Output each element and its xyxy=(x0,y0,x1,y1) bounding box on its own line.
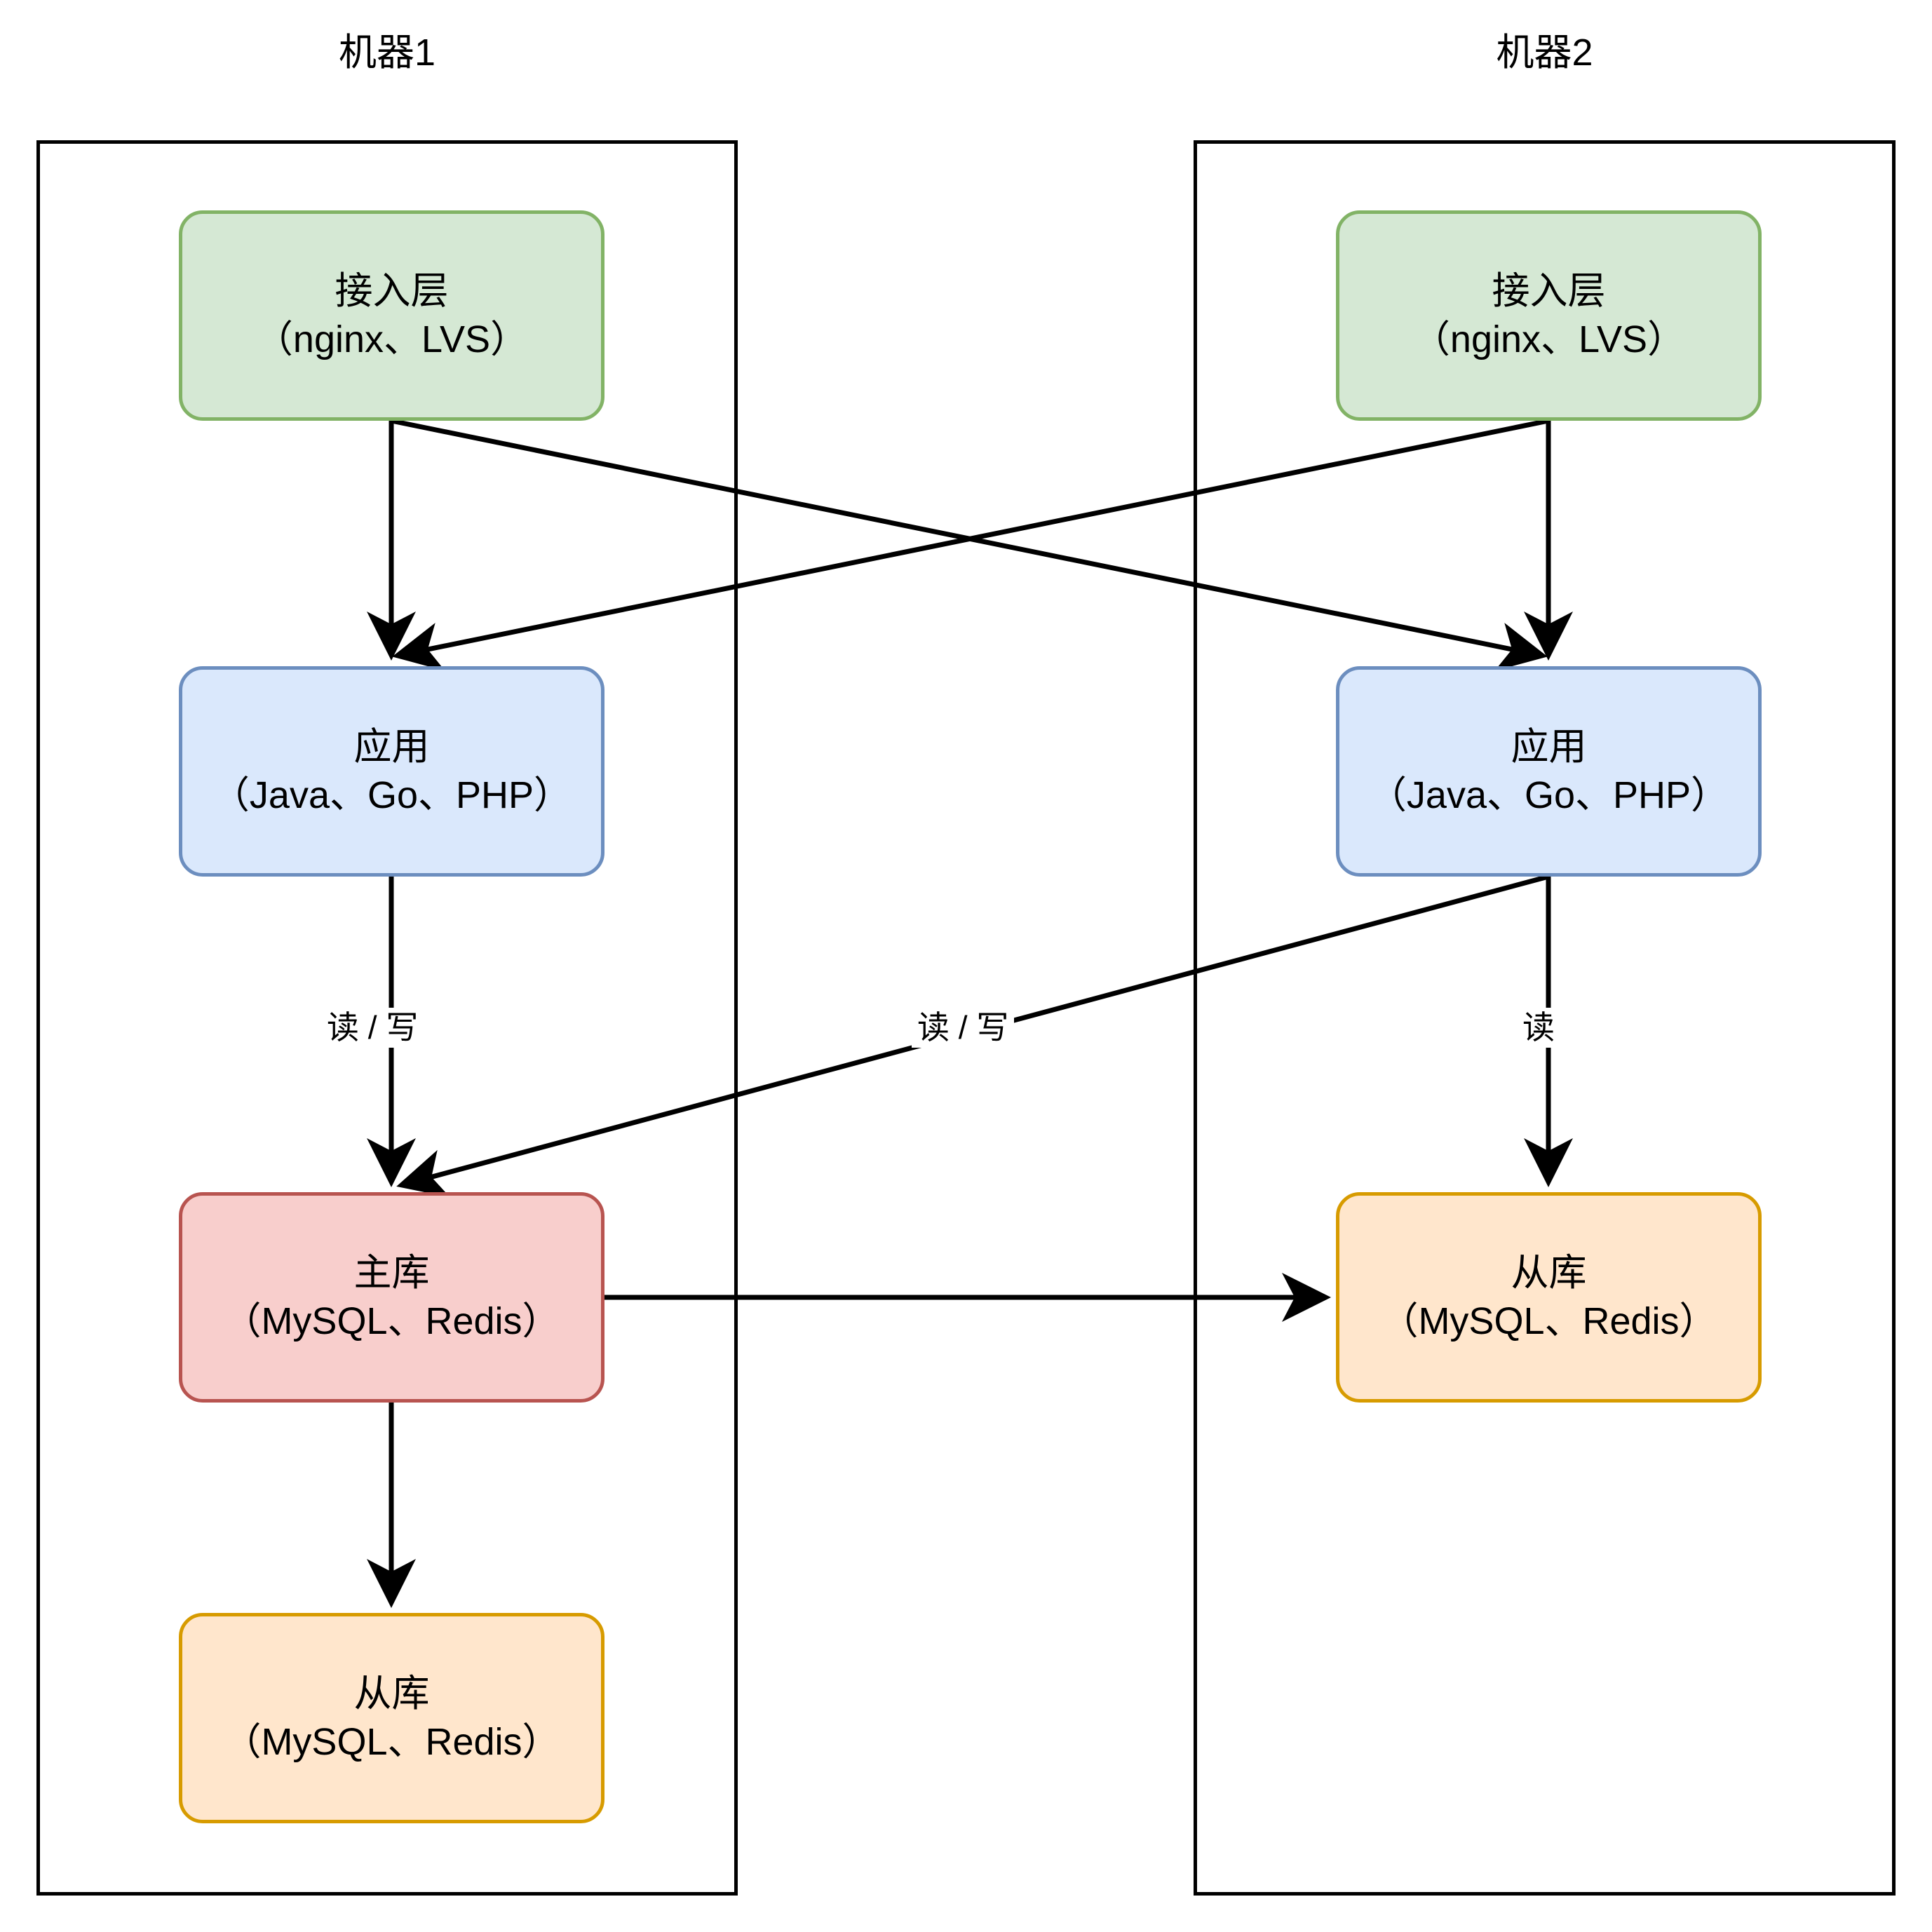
node-m2-application[interactable]: 应用 （Java、Go、PHP） xyxy=(1336,666,1762,877)
machine-1-title: 机器1 xyxy=(338,32,436,74)
node-m2-slave-db-line2: （MySQL、Redis） xyxy=(1380,1300,1717,1342)
node-m1-master-db[interactable]: 主库 （MySQL、Redis） xyxy=(179,1192,604,1403)
node-m1-application[interactable]: 应用 （Java、Go、PHP） xyxy=(179,666,604,877)
node-m1-slave-db[interactable]: 从库 （MySQL、Redis） xyxy=(179,1613,604,1823)
node-m1-master-db-line2: （MySQL、Redis） xyxy=(223,1300,560,1342)
node-m2-access-layer-line1: 接入层 xyxy=(1492,269,1606,312)
edge-label-m2-app-to-m2-slave: 读 xyxy=(1517,1008,1560,1048)
node-m1-application-line1: 应用 xyxy=(353,725,430,768)
node-m1-access-layer[interactable]: 接入层 （nginx、LVS） xyxy=(179,210,604,421)
edge-label-m2-app-to-m1-master: 读 / 写 xyxy=(912,1008,1015,1048)
node-m1-master-db-line1: 主库 xyxy=(353,1251,430,1294)
node-m2-access-layer-line2: （nginx、LVS） xyxy=(1412,318,1686,360)
node-m2-slave-db-line1: 从库 xyxy=(1511,1251,1587,1294)
machine-2-title: 机器2 xyxy=(1496,32,1593,74)
node-m1-slave-db-line1: 从库 xyxy=(353,1672,430,1715)
node-m1-application-line2: （Java、Go、PHP） xyxy=(211,774,572,816)
node-m1-slave-db-line2: （MySQL、Redis） xyxy=(223,1721,560,1763)
node-m2-slave-db[interactable]: 从库 （MySQL、Redis） xyxy=(1336,1192,1762,1403)
edge-label-m1-app-to-m1-master: 读 / 写 xyxy=(321,1008,424,1048)
node-m2-access-layer[interactable]: 接入层 （nginx、LVS） xyxy=(1336,210,1762,421)
node-m2-application-line2: （Java、Go、PHP） xyxy=(1368,774,1729,816)
node-m2-application-line1: 应用 xyxy=(1511,725,1587,768)
node-m1-access-layer-line2: （nginx、LVS） xyxy=(255,318,529,360)
node-m1-access-layer-line1: 接入层 xyxy=(335,269,449,312)
